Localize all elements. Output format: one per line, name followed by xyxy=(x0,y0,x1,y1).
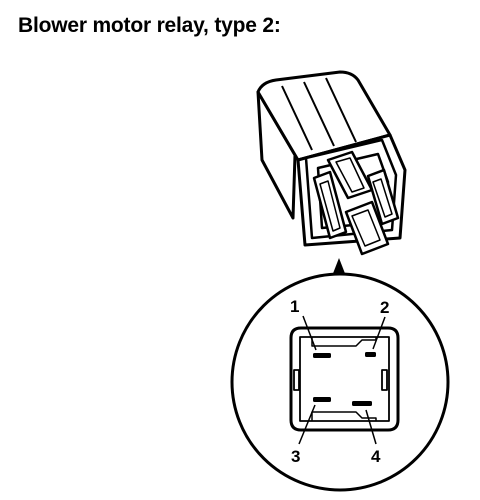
pin-1-blade xyxy=(313,353,331,358)
connector-face xyxy=(289,326,400,432)
pin-label-2: 2 xyxy=(380,298,389,317)
pin-leader-lines xyxy=(298,315,386,445)
pin-4-blade xyxy=(352,401,372,406)
diagram-title: Blower motor relay, type 2: xyxy=(18,14,281,37)
relay-terminals xyxy=(304,138,400,256)
pin-2-blade xyxy=(365,352,376,357)
pin-label-4: 4 xyxy=(371,447,381,466)
connector-pins xyxy=(313,352,376,406)
terminal-detail-circle xyxy=(230,272,450,492)
pin-label-3: 3 xyxy=(291,447,300,466)
pin-label-1: 1 xyxy=(290,297,299,316)
pin-3-blade xyxy=(313,397,331,402)
